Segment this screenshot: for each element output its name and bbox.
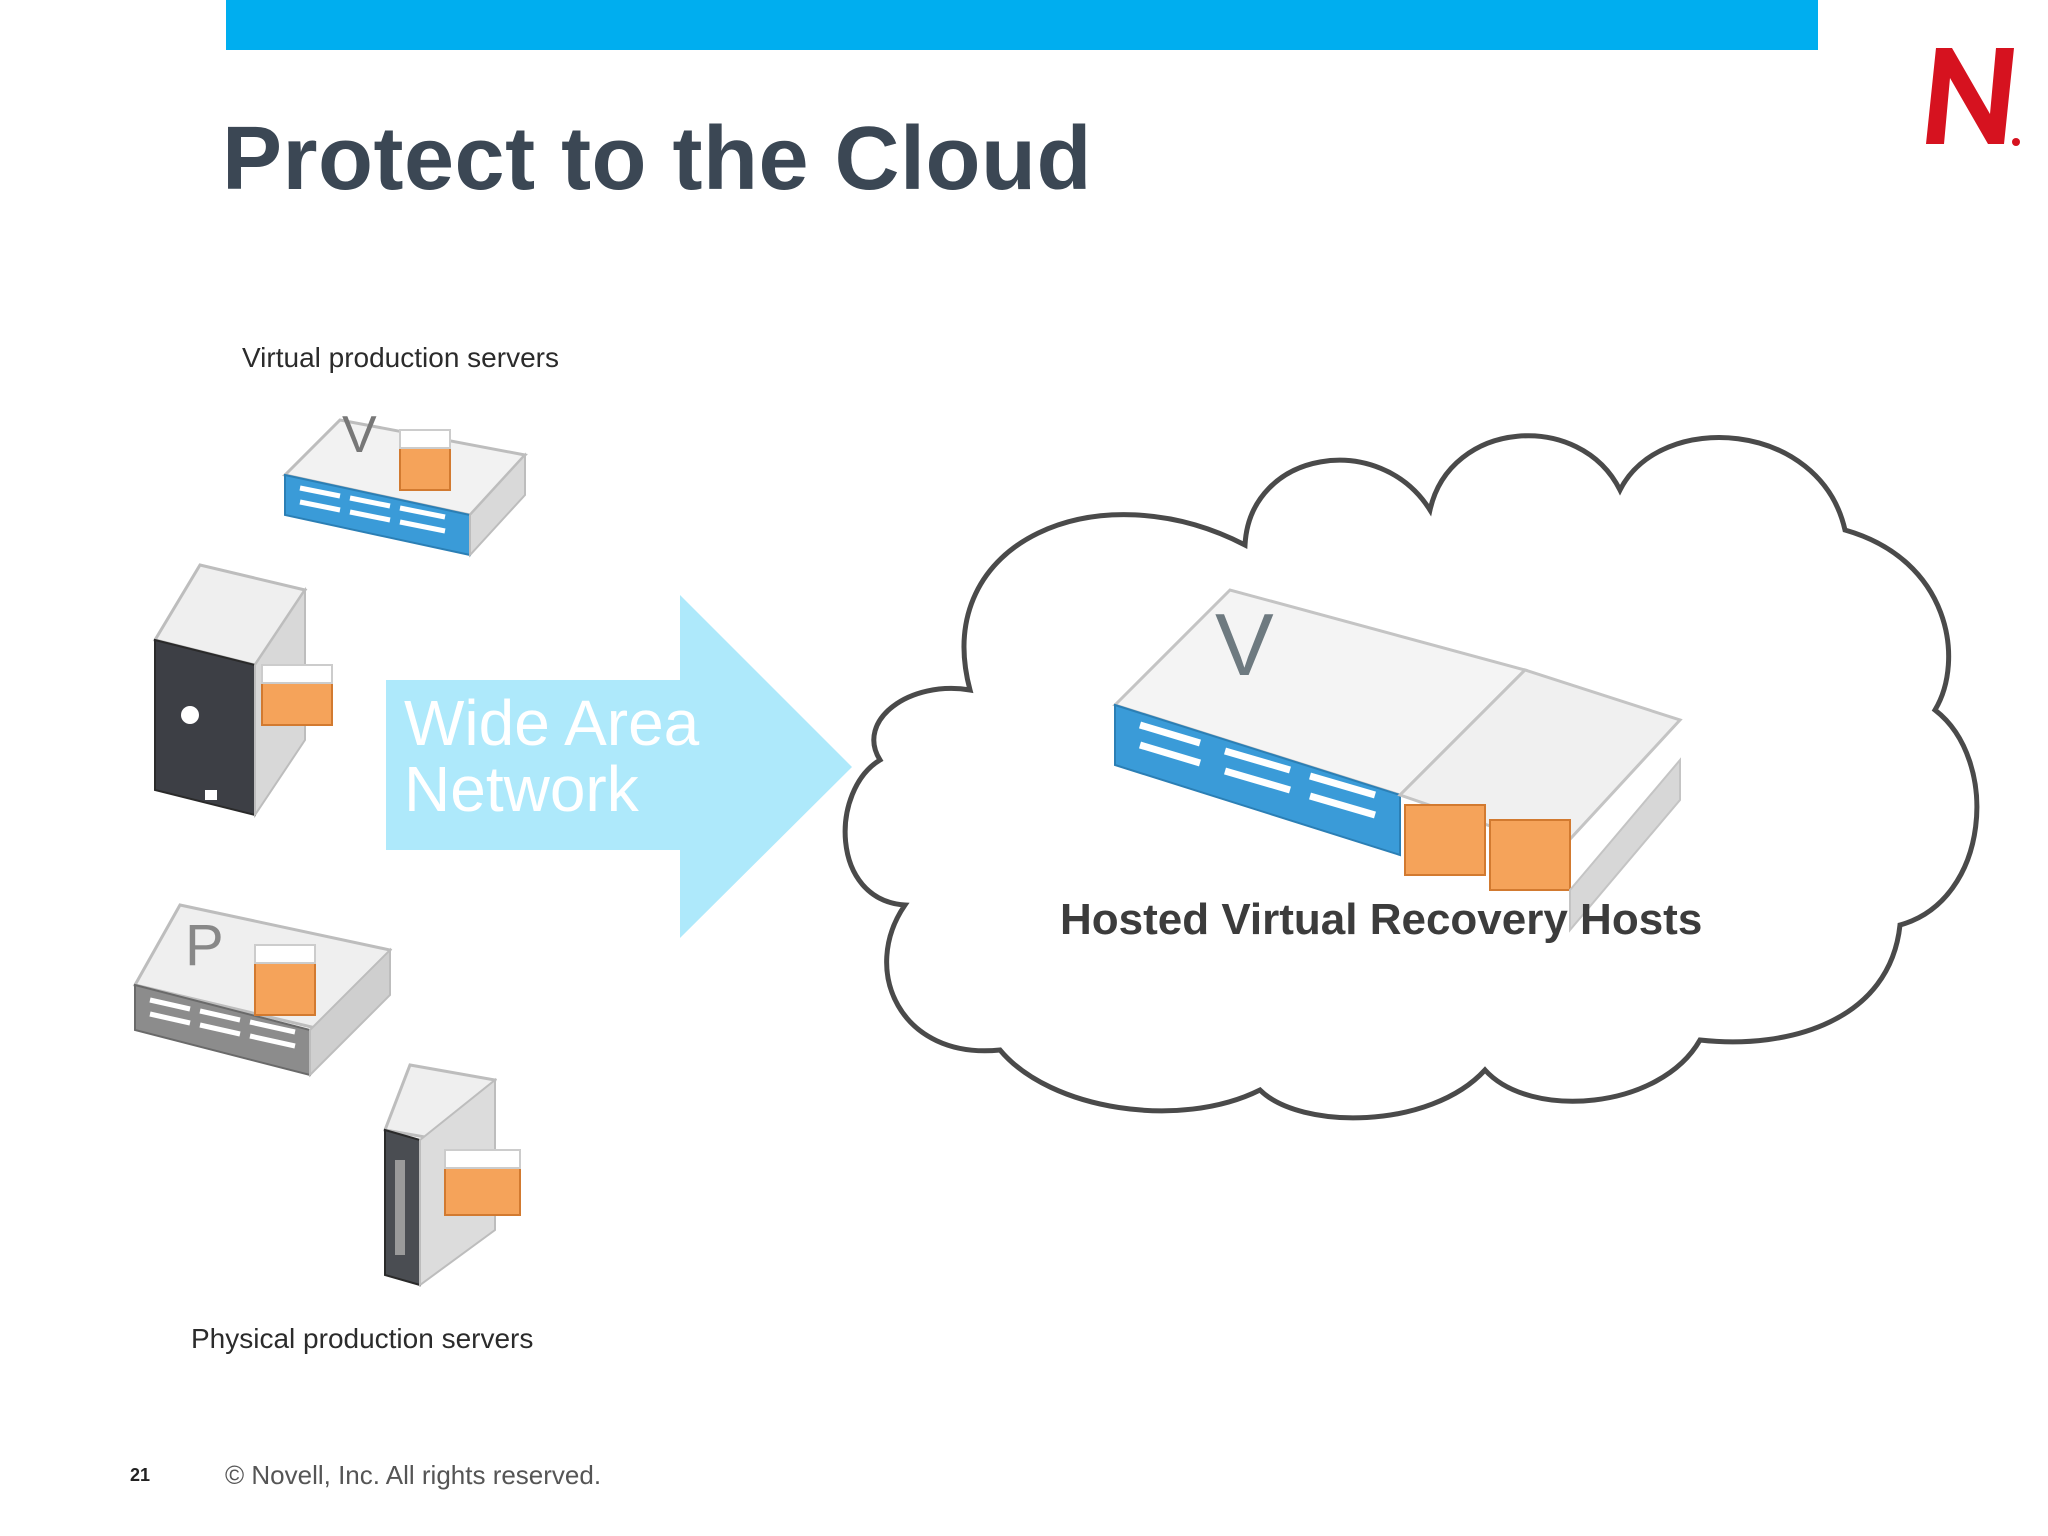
- virtual-servers-label: Virtual production servers: [242, 342, 559, 373]
- slide-title: Protect to the Cloud: [222, 109, 1092, 209]
- svg-text:P: P: [185, 913, 224, 978]
- svg-text:V: V: [1215, 595, 1274, 694]
- physical-servers-label: Physical production servers: [191, 1323, 534, 1354]
- physical-server-icon: P: [132, 903, 393, 1078]
- wan-label: Wide Area Network: [404, 687, 700, 825]
- wan-arrow: [386, 595, 852, 938]
- blade-server-icon: [382, 1063, 521, 1287]
- copyright: © Novell, Inc. All rights reserved.: [225, 1460, 602, 1490]
- novell-logo: [1926, 48, 2020, 146]
- svg-text:V: V: [342, 406, 377, 464]
- recovery-hosts-label: Hosted Virtual Recovery Hosts: [1060, 895, 1703, 944]
- cloud: [842, 433, 1980, 1121]
- recovery-host-icon: V: [1112, 588, 1683, 933]
- top-accent-bar: [226, 0, 1818, 50]
- tower-server-icon: [152, 563, 333, 819]
- page-number: 21: [130, 1465, 151, 1485]
- virtual-server-icon: V: [281, 406, 528, 558]
